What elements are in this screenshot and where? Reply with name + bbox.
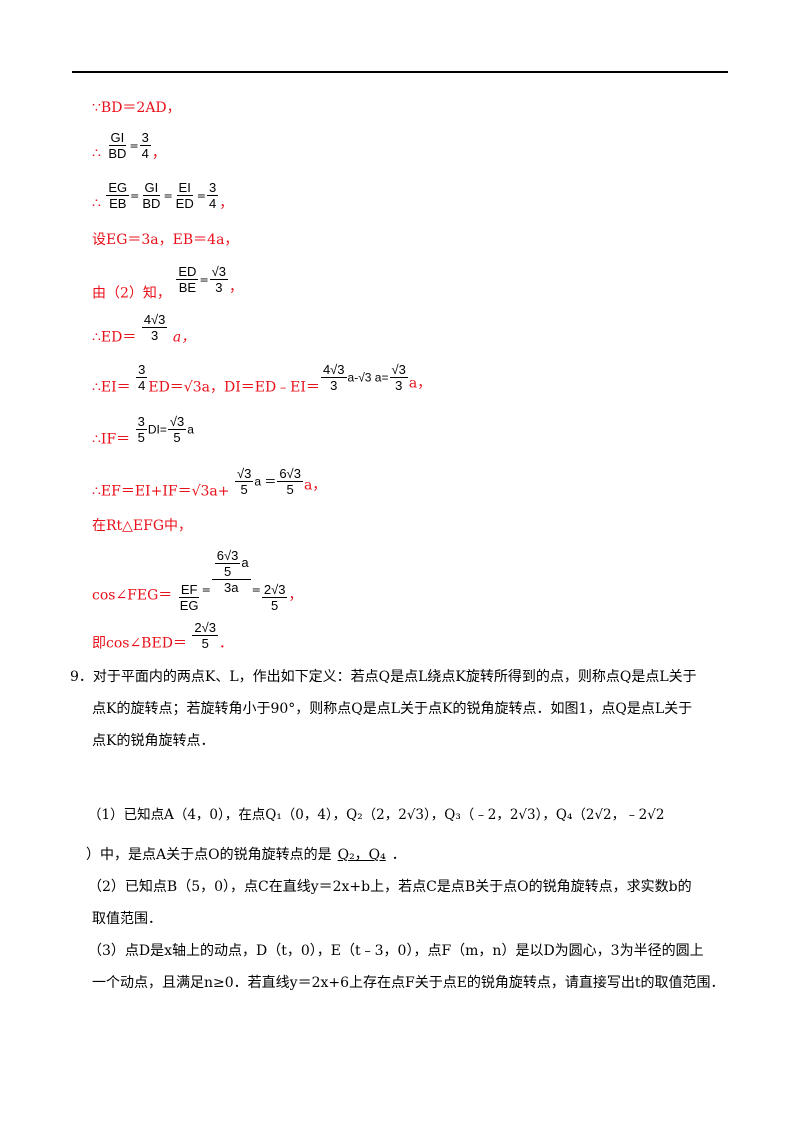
problem-statement-line-3: 点K的锐角旋转点． <box>92 733 215 749</box>
sol-text: ∴EI＝ <box>92 379 131 396</box>
sol-text: ∴EF＝EI+IF＝√3a+ <box>92 483 230 500</box>
sol-text: a， <box>303 477 327 494</box>
problem-statement-line-1: 9．对于平面内的两点K、L，作出如下定义：若点Q是点L绕点K旋转所得到的点，则称… <box>70 669 697 685</box>
sol-text: ED＝√3a，DI＝ED﹣EI＝ <box>148 379 320 396</box>
header-rule <box>72 71 728 73</box>
sol-text: a <box>187 422 194 437</box>
question-2-line-1: （2）已知点B（5，0），点C在直线y＝2x+b上，若点C是点B关于点O的锐角旋… <box>88 879 692 895</box>
sol-line-1: ∵BD＝2AD， <box>92 98 181 118</box>
therefore-symbol: ∴ <box>92 195 101 212</box>
sol-text: a， <box>408 375 432 392</box>
sol-text: ∵BD＝2AD， <box>92 100 181 116</box>
sol-text: DI= <box>147 422 167 437</box>
therefore-symbol: ∴ <box>92 145 101 162</box>
question-1-line-1: （1）已知点A（4，0），在点Q₁（0，4），Q₂（2，2√3），Q₃（﹣2，2… <box>88 807 665 823</box>
question-2-line-2: 取值范围． <box>92 911 162 927</box>
question-text: ． <box>391 847 406 863</box>
question-3-line-1: （3）点D是x轴上的动点，D（t，0），E（t﹣3，0），点F（m，n）是以D为… <box>88 943 704 959</box>
sol-text: ∴IF＝ <box>92 431 131 448</box>
sol-text: ， <box>288 587 303 604</box>
sol-text: ． <box>218 635 233 652</box>
sol-text: 设EG＝3a，EB＝4a， <box>92 232 239 248</box>
sol-text: 即cos∠BED＝ <box>92 635 187 652</box>
question-1-line-2: ）中，是点A关于点O的锐角旋转点的是 Q₂，Q₄ ． <box>86 840 736 870</box>
sol-text: 由（2）知， <box>92 285 171 302</box>
problem-statement-line-2: 点K的旋转点；若旋转角小于90°，则称点Q是点L关于点K的锐角旋转点．如图1，点… <box>92 701 693 717</box>
answer-blank: Q₂，Q₄ <box>337 847 386 863</box>
sol-text: ∴ED＝ <box>92 329 137 346</box>
sol-text: a-√3 a= <box>347 370 389 385</box>
question-text: ）中，是点A关于点O的锐角旋转点的是 <box>86 847 332 863</box>
sol-text: a ＝ <box>254 474 277 489</box>
sol-line-10: 在Rt△EFG中， <box>92 516 192 536</box>
sol-text: a， <box>172 329 196 346</box>
question-3-line-2: 一个动点，且满足n≥0．若直线y＝2x+6上存在点F关于点E的锐角旋转点，请直接… <box>92 975 725 991</box>
sol-text: 在Rt△EFG中， <box>92 518 193 534</box>
sol-line-4: 设EG＝3a，EB＝4a， <box>92 230 238 250</box>
sol-text: cos∠FEG＝ <box>92 587 173 604</box>
